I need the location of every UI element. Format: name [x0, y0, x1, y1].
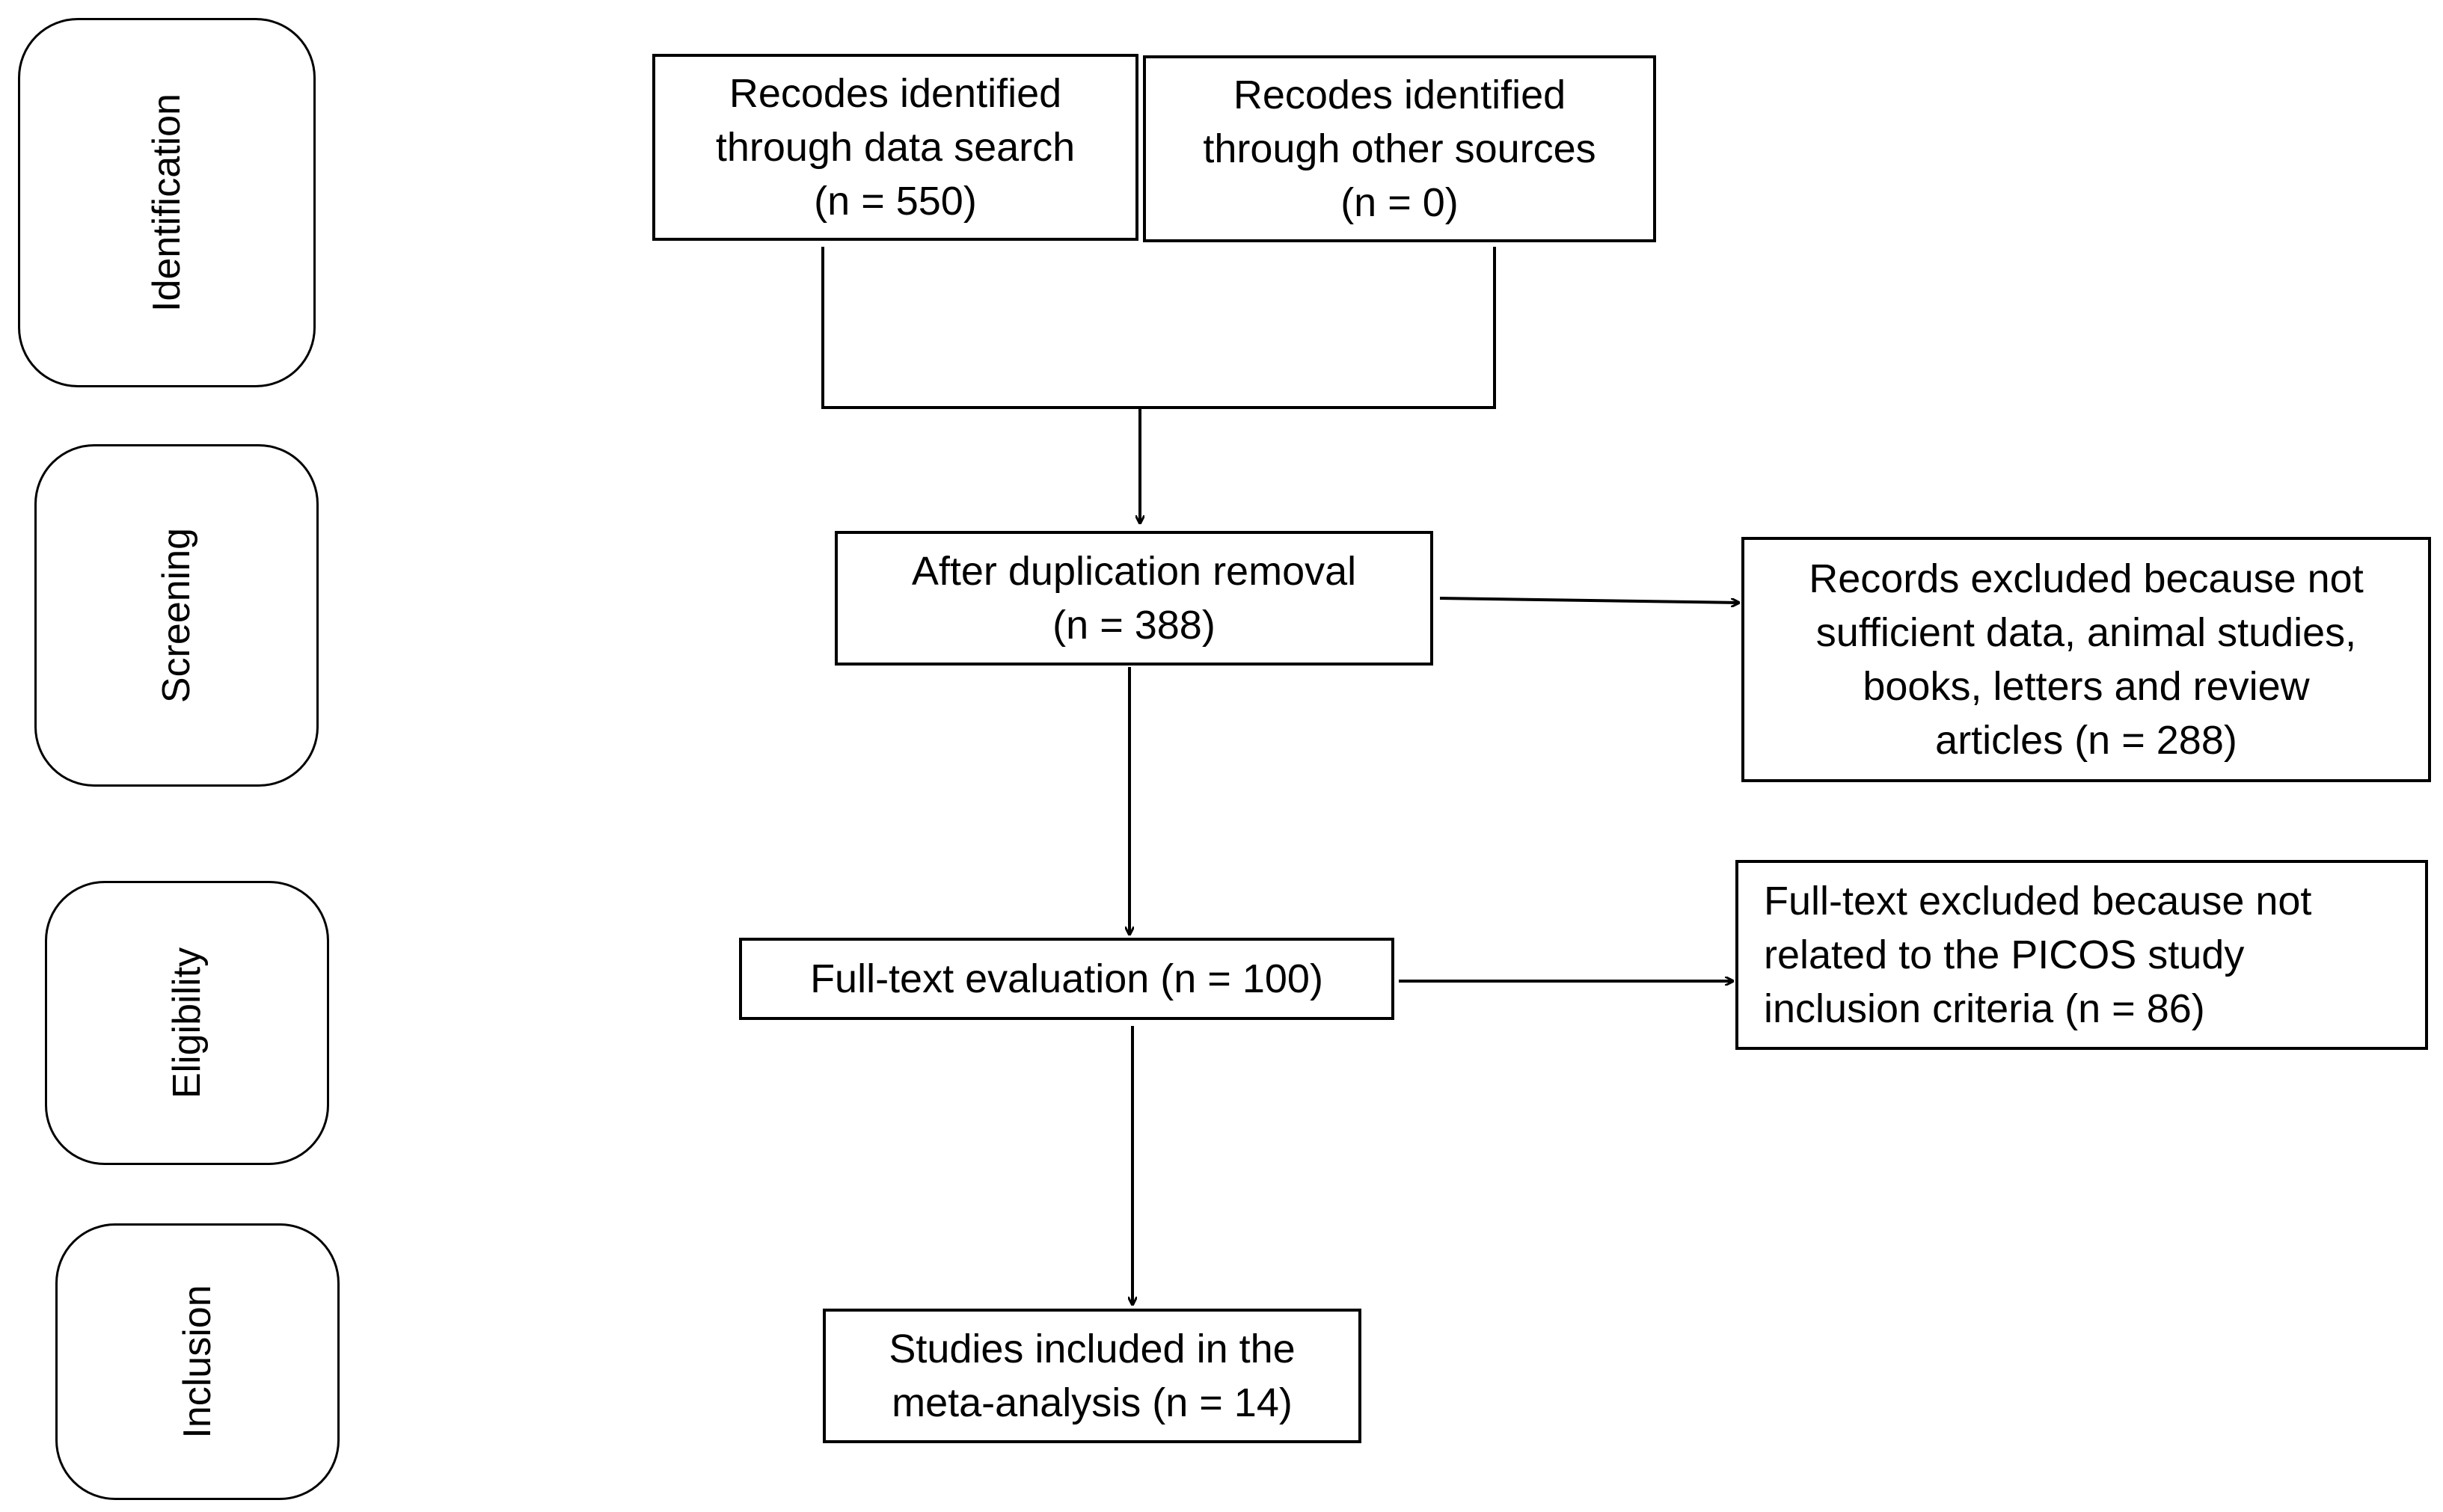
records-excluded-box: Records excluded because not sufficient … — [1741, 537, 2431, 782]
stage-label-eligibility: Eligibility — [165, 947, 209, 1099]
box-text-line: Studies included in the — [889, 1327, 1296, 1371]
after-duplication-box: After duplication removal (n = 388) — [835, 531, 1433, 666]
box-text-line: through other sources — [1203, 126, 1596, 171]
fulltext-excluded-box: Full-text excluded because not related t… — [1735, 860, 2428, 1050]
merge-connector-line — [821, 247, 1496, 409]
box-text-line: inclusion criteria (n = 86) — [1764, 986, 2205, 1031]
fulltext-evaluation-box: Full-text evaluation (n = 100) — [739, 938, 1394, 1020]
box-text-line: related to the PICOS study — [1764, 932, 2245, 977]
stage-label-screening: Screening — [155, 527, 198, 704]
box-text-line: (n = 0) — [1340, 180, 1459, 225]
box-text-line: Recodes identified — [1233, 73, 1566, 117]
box-text-line: meta-analysis (n = 14) — [892, 1380, 1293, 1425]
box-text-line: Records excluded because not — [1809, 556, 2364, 601]
stage-label-inclusion: Inclusion — [176, 1285, 219, 1439]
box-text-line: through data search — [715, 125, 1076, 170]
database-search-box: Recodes identified through data search (… — [652, 54, 1138, 241]
other-sources-box: Recodes identified through other sources… — [1143, 55, 1656, 242]
box-text-line: After duplication removal — [911, 549, 1357, 594]
box-text-line: sufficient data, animal studies, — [1815, 610, 2357, 655]
stage-screening: Screening — [34, 444, 319, 787]
stage-eligibility: Eligibility — [45, 881, 329, 1165]
box-text-line: Full-text excluded because not — [1764, 879, 2312, 924]
studies-included-box: Studies included in the meta-analysis (n… — [823, 1309, 1361, 1443]
arrow-to-records-excluded — [1439, 597, 1739, 603]
box-text-line: Full-text evaluation (n = 100) — [810, 956, 1323, 1001]
box-text-line: Recodes identified — [729, 71, 1062, 116]
stage-inclusion: Inclusion — [55, 1223, 340, 1500]
stage-identification: Identification — [18, 18, 316, 387]
box-text-line: (n = 550) — [814, 179, 977, 224]
stage-label-identification: Identification — [145, 93, 188, 312]
box-text-line: articles (n = 288) — [1935, 718, 2237, 763]
box-text-line: books, letters and review — [1863, 664, 2310, 709]
box-text-line: (n = 388) — [1052, 603, 1216, 648]
